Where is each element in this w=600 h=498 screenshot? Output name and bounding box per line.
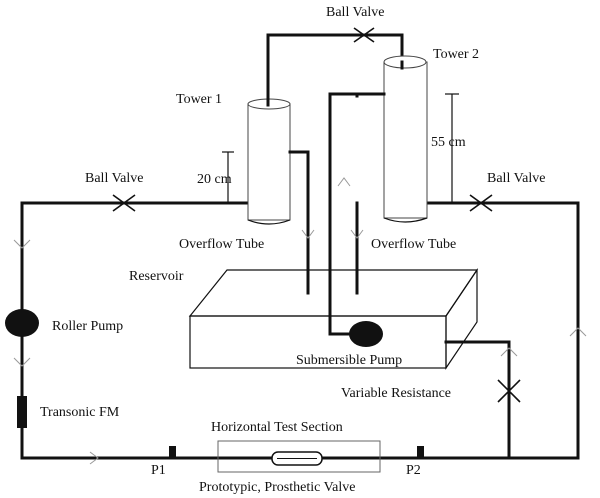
tower-2-label: Tower 2 (433, 47, 479, 62)
tower-2 (383, 55, 428, 223)
tower-1-label: Tower 1 (176, 92, 222, 107)
tower-2-body (383, 61, 428, 219)
ball-valve-left-label: Ball Valve (85, 171, 143, 186)
submersible-pump-icon[interactable] (349, 321, 383, 347)
variable-resistance-valve-icon[interactable] (497, 379, 521, 403)
test-section-box (217, 440, 381, 473)
tower-1 (247, 98, 291, 225)
ball-valve-top-label: Ball Valve (326, 5, 384, 20)
flow-arrow-down-icon (301, 229, 315, 239)
overflow-tube-1-pipe (288, 150, 310, 295)
flow-arrow-down-icon (13, 239, 31, 249)
prosthetic-valve-label: Prototypic, Prosthetic Valve (199, 480, 355, 495)
transonic-fm-label: Transonic FM (40, 405, 120, 420)
overflow-tube-2-label: Overflow Tube (371, 237, 456, 252)
reservoir-top-face (188, 269, 479, 317)
roller-pump-label: Roller Pump (52, 319, 123, 334)
transonic-flow-meter-icon[interactable] (17, 396, 27, 428)
main-loop-pipe (20, 33, 580, 460)
ball-valve-right-label: Ball Valve (487, 171, 545, 186)
tower-1-base (247, 219, 291, 225)
flow-arrow-down-icon (350, 229, 364, 239)
p2-label: P2 (406, 463, 421, 478)
tower-2-top (383, 55, 427, 69)
ball-valve-top-icon[interactable] (353, 27, 375, 43)
flow-arrows (13, 177, 587, 465)
tower-2-base (383, 217, 428, 223)
ball-valve-left-icon[interactable] (112, 194, 136, 212)
tower-1-height-label: 20 cm (197, 172, 232, 187)
reservoir-label: Reservoir (129, 269, 184, 284)
submersible-pump-label: Submersible Pump (296, 353, 402, 368)
tower-1-body (247, 103, 291, 221)
flow-arrow-right-icon (89, 451, 99, 465)
tower-2-height-label: 55 cm (431, 135, 466, 150)
horizontal-test-section (217, 440, 381, 473)
height-marker-tower-2 (445, 93, 459, 203)
roller-pump-icon[interactable] (5, 309, 39, 337)
horizontal-test-section-label: Horizontal Test Section (211, 420, 343, 435)
flow-arrow-up-icon (500, 347, 518, 357)
tower-interconnect-pipe (266, 33, 404, 107)
pressure-tap-p2-icon[interactable] (417, 446, 424, 458)
reservoir-side-face (445, 268, 478, 370)
overflow-tube-1-label: Overflow Tube (179, 237, 264, 252)
ball-valve-right-icon[interactable] (469, 194, 493, 212)
p1-label: P1 (151, 463, 166, 478)
pressure-tap-p1-icon[interactable] (169, 446, 176, 458)
variable-resistance-label: Variable Resistance (341, 386, 451, 401)
flow-arrow-up-icon (569, 327, 587, 337)
right-return-pipe (425, 201, 580, 460)
height-marker-tower-1 (222, 151, 234, 203)
flow-arrow-down-icon (13, 357, 31, 367)
left-and-bottom-pipe (20, 201, 511, 460)
flow-arrow-up-icon (337, 177, 351, 187)
